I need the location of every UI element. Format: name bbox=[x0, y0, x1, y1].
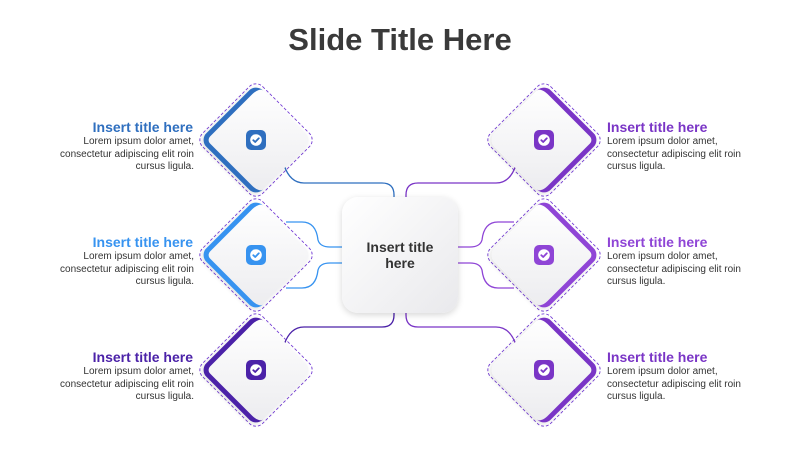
item-title-left-middle: Insert title here bbox=[92, 234, 193, 250]
check-icon bbox=[534, 360, 554, 380]
connector-right-top bbox=[405, 164, 517, 199]
connector-left-middle-upper bbox=[286, 221, 342, 248]
item-body-right-bottom: Lorem ipsum dolor amet, consectetur adip… bbox=[607, 366, 741, 402]
item-title-right-top: Insert title here bbox=[607, 119, 708, 135]
connector-left-top bbox=[283, 164, 395, 199]
check-icon bbox=[246, 130, 266, 150]
center-node: Insert title here bbox=[342, 197, 458, 313]
check-icon bbox=[246, 245, 266, 265]
center-label: Insert title here bbox=[366, 239, 434, 271]
item-body-right-middle: Lorem ipsum dolor amet, consectetur adip… bbox=[607, 251, 741, 287]
item-body-right-top: Lorem ipsum dolor amet, consectetur adip… bbox=[607, 136, 741, 172]
check-icon bbox=[534, 130, 554, 150]
check-icon bbox=[246, 360, 266, 380]
check-icon bbox=[534, 245, 554, 265]
item-title-left-bottom: Insert title here bbox=[92, 349, 193, 365]
item-title-left-top: Insert title here bbox=[92, 119, 193, 135]
item-body-left-middle: Lorem ipsum dolor amet, consectetur adip… bbox=[60, 251, 194, 287]
connector-right-middle-upper bbox=[458, 221, 514, 248]
connector-left-middle-lower bbox=[286, 262, 342, 289]
slide-title: Slide Title Here bbox=[288, 22, 512, 57]
item-body-left-bottom: Lorem ipsum dolor amet, consectetur adip… bbox=[60, 366, 194, 402]
item-body-left-top: Lorem ipsum dolor amet, consectetur adip… bbox=[60, 136, 194, 172]
connector-left-bottom bbox=[283, 311, 395, 346]
item-title-right-bottom: Insert title here bbox=[607, 349, 708, 365]
connector-right-bottom bbox=[405, 311, 517, 346]
item-title-right-middle: Insert title here bbox=[607, 234, 708, 250]
connector-right-middle-lower bbox=[458, 262, 514, 289]
